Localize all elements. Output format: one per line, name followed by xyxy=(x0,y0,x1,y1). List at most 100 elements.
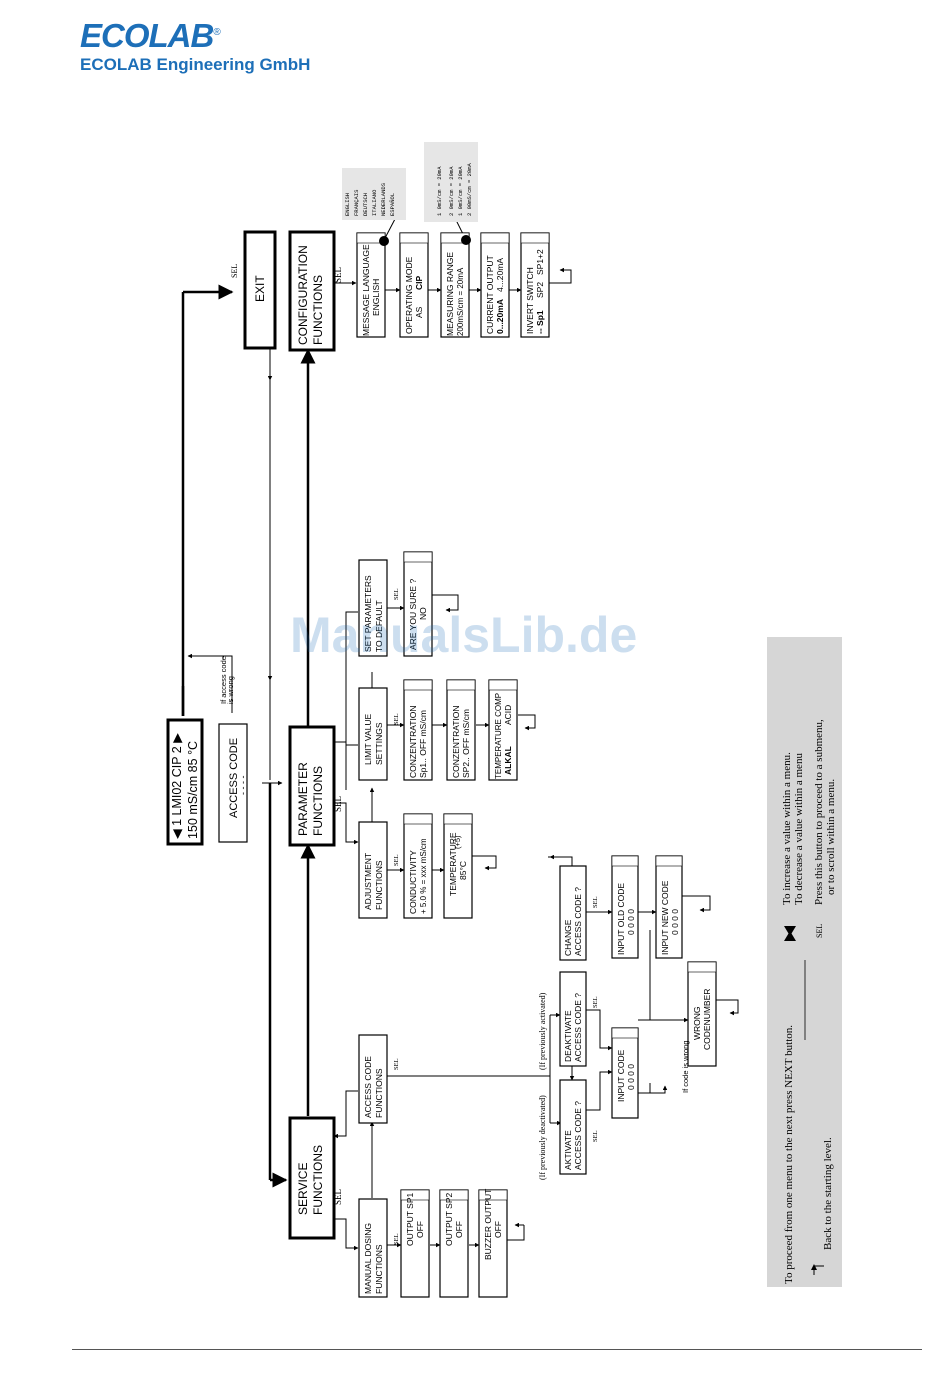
svg-text:0 0 0 0: 0 0 0 0 xyxy=(626,1064,636,1090)
svg-text:FUNCTIONS: FUNCTIONS xyxy=(311,275,325,345)
access-wrong-note-2: is wrong xyxy=(226,676,235,704)
range-options-panel: 1 0mS/cm = 20mA 2 0mS/cm = 20mA 1 0mS/cm… xyxy=(424,142,478,222)
legend-sel-text-1: Press this button to proceed to a submen… xyxy=(813,719,825,905)
temperature-step-note: (+5) xyxy=(453,835,462,849)
svg-text:- - - -: - - - - xyxy=(238,776,248,796)
svg-text:FUNCTIONS: FUNCTIONS xyxy=(374,1068,384,1118)
deaktivate-access-code-box[interactable]: DEAKTIVATE ACCESS CODE ? SEL xyxy=(559,971,599,1067)
output-sp1-box[interactable]: OUTPUT SP1 OFF xyxy=(400,1189,430,1298)
input-old-code-box[interactable]: INPUT OLD CODE 0 0 0 0 xyxy=(611,855,639,959)
access-code-box[interactable]: ACCESS CODE - - - - If access code is wr… xyxy=(218,656,248,843)
concentration-sp2-box[interactable]: CONZENTRATION SP2.. OFF mS/cm xyxy=(446,679,476,781)
note-previously-activated: (If previously activated) xyxy=(538,992,547,1070)
svg-text:SP2.. OFF mS/cm: SP2.. OFF mS/cm xyxy=(461,709,471,778)
operating-mode-box[interactable]: OPERATING MODE AS CIP xyxy=(399,232,429,338)
current-output-box[interactable]: CURRENT OUTPUT 0...20mA 4...20mA xyxy=(480,232,510,338)
svg-text:150 mS/cm 85 °C: 150 mS/cm 85 °C xyxy=(186,741,200,839)
svg-text:SEL: SEL xyxy=(393,713,400,725)
conductivity-box[interactable]: CONDUCTIVITY + 5.0 % = xxx mS/cm xyxy=(403,813,433,919)
legend-panel: To proceed from one menu to the next pre… xyxy=(767,637,842,1287)
change-access-code-box[interactable]: CHANGE ACCESS CODE ? SEL xyxy=(559,865,599,961)
svg-text:LIMIT VALUE: LIMIT VALUE xyxy=(363,713,373,765)
access-wrong-note-1: If access code xyxy=(219,656,228,704)
are-you-sure-box[interactable]: ARE YOU SURE ? NO xyxy=(403,551,433,657)
svg-text:INPUT NEW CODE: INPUT NEW CODE xyxy=(660,880,670,955)
svg-text:ACID: ACID xyxy=(503,705,513,725)
svg-text:85°C: 85°C xyxy=(458,861,468,880)
measuring-range-box[interactable]: MEASURING RANGE 200mS/cm = 20mA xyxy=(440,232,471,338)
service-functions-box[interactable]: SERVICE FUNCTIONS SEL xyxy=(288,1116,343,1240)
footer-rule xyxy=(72,1349,922,1350)
decrease-arrow-icon xyxy=(784,926,796,936)
svg-text:SEL: SEL xyxy=(393,588,400,600)
adjustment-functions-box[interactable]: ADJUSTMENT FUNCTIONS SEL xyxy=(358,821,400,919)
svg-text:ENGLISH: ENGLISH xyxy=(344,193,351,216)
svg-text:◀ 1 LMI02 CIP 2 ▶: ◀ 1 LMI02 CIP 2 ▶ xyxy=(170,733,184,839)
temperature-box[interactable]: TEMPERATURE 85°C (+5) xyxy=(443,813,473,919)
svg-text:2 00mS/cm = 20mA: 2 00mS/cm = 20mA xyxy=(466,162,473,216)
svg-text:CHANGE: CHANGE xyxy=(563,919,573,956)
access-code-functions-box[interactable]: ACCESS CODE FUNCTIONS SEL xyxy=(358,1034,400,1124)
buzzer-output-box[interactable]: BUZZER OUTPUT OFF xyxy=(478,1189,508,1298)
svg-text:TEMPERATURE: TEMPERATURE xyxy=(448,832,458,896)
svg-text:ESPAÑOL: ESPAÑOL xyxy=(389,193,396,216)
legend-decrease-text: To decrease a value within a menu xyxy=(793,753,805,905)
legend-sel-icon: SEL xyxy=(815,924,824,938)
note-previously-deactivated: (If previously deactivated) xyxy=(538,1095,547,1180)
svg-text:Sp1.. OFF mS/cm: Sp1.. OFF mS/cm xyxy=(418,710,428,778)
svg-text:AKTIVATE: AKTIVATE xyxy=(563,1130,573,1170)
svg-text:ACCESS CODE: ACCESS CODE xyxy=(228,738,240,818)
svg-text:EXIT: EXIT xyxy=(253,275,267,302)
exit-box[interactable]: EXIT SEL xyxy=(230,230,277,350)
svg-text:ACCESS CODE ?: ACCESS CODE ? xyxy=(573,887,583,956)
svg-text:CODENUMBER: CODENUMBER xyxy=(702,989,712,1050)
invert-switch-box[interactable]: INVERT SWITCH -- Sp1 SP2 SP1+2 xyxy=(520,232,550,338)
temperature-comp-box[interactable]: TEMPERATURE COMP ALKAL ACID xyxy=(488,679,518,781)
page-header: ECOLAB® ECOLAB Engineering GmbH xyxy=(80,14,310,75)
concentration-sp1-box[interactable]: CONZENTRATION Sp1.. OFF mS/cm xyxy=(403,679,433,781)
svg-text:ENGLISH: ENGLISH xyxy=(371,279,381,316)
svg-text:OPERATING MODE: OPERATING MODE xyxy=(404,256,414,334)
svg-text:ACCESS CODE ?: ACCESS CODE ? xyxy=(573,1101,583,1170)
svg-text:TO DEFAULT: TO DEFAULT xyxy=(374,600,384,652)
message-language-box[interactable]: MESSAGE LANGUAGE ENGLISH xyxy=(356,232,389,338)
svg-text:0 0 0 0: 0 0 0 0 xyxy=(626,909,636,935)
watermark: ManualsLib.de xyxy=(290,607,638,663)
svg-text:SET PARAMETERS: SET PARAMETERS xyxy=(363,575,373,652)
input-new-code-box[interactable]: INPUT NEW CODE 0 0 0 0 xyxy=(655,855,683,959)
svg-text:ADJUSTMENT: ADJUSTMENT xyxy=(363,853,373,910)
svg-text:AS: AS xyxy=(414,306,424,318)
wrong-codenumber-box[interactable]: WRONG CODENUMBER xyxy=(687,961,717,1067)
aktivate-access-code-box[interactable]: AKTIVATE ACCESS CODE ? SEL xyxy=(559,1079,599,1175)
start-display: ◀ 1 LMI02 CIP 2 ▶ 150 mS/cm 85 °C xyxy=(166,718,204,846)
svg-text:-- Sp1: -- Sp1 xyxy=(535,310,545,334)
limit-value-settings-box[interactable]: LIMIT VALUE SETTINGS SEL xyxy=(358,687,400,781)
output-sp2-box[interactable]: OUTPUT SP2 OFF xyxy=(439,1189,469,1298)
exit-sel-label: SEL xyxy=(230,264,239,278)
svg-text:INVERT SWITCH: INVERT SWITCH xyxy=(525,267,535,334)
svg-text:1 0mS/cm = 20mA: 1 0mS/cm = 20mA xyxy=(436,166,443,216)
configuration-functions-box[interactable]: CONFIGURATION FUNCTIONS SEL xyxy=(288,230,343,352)
svg-text:MESSAGE LANGUAGE: MESSAGE LANGUAGE xyxy=(361,244,371,336)
legend-increase-text: To increase a value within a menu. xyxy=(781,752,793,905)
parameter-functions-box[interactable]: PARAMETER FUNCTIONS SEL xyxy=(288,725,343,847)
set-parameters-default-box[interactable]: SET PARAMETERS TO DEFAULT SEL xyxy=(358,559,400,657)
svg-text:SP2: SP2 xyxy=(535,282,545,298)
svg-text:SP1+2: SP1+2 xyxy=(535,249,545,275)
svg-text:NEDERLANDS: NEDERLANDS xyxy=(380,182,387,216)
svg-text:FUNCTIONS: FUNCTIONS xyxy=(311,766,325,836)
input-code-box[interactable]: INPUT CODE 0 0 0 0 xyxy=(611,1027,639,1119)
svg-text:0...20mA: 0...20mA xyxy=(495,299,505,334)
svg-text:SEL: SEL xyxy=(393,1058,400,1070)
svg-text:CONZENTRATION: CONZENTRATION xyxy=(408,705,418,778)
ecolab-logo: ECOLAB® xyxy=(80,17,221,54)
svg-text:INPUT CODE: INPUT CODE xyxy=(616,1049,626,1102)
svg-text:SEL: SEL xyxy=(592,896,599,908)
connectors xyxy=(181,199,739,1251)
svg-text:MANUAL DOSING: MANUAL DOSING xyxy=(363,1223,373,1294)
svg-text:CONZENTRATION: CONZENTRATION xyxy=(451,705,461,778)
svg-text:2 0mS/cm = 20mA: 2 0mS/cm = 20mA xyxy=(448,166,455,216)
manual-dosing-box[interactable]: MANUAL DOSING FUNCTIONS SEL xyxy=(358,1198,400,1298)
svg-text:CURRENT OUTPUT: CURRENT OUTPUT xyxy=(485,255,495,334)
